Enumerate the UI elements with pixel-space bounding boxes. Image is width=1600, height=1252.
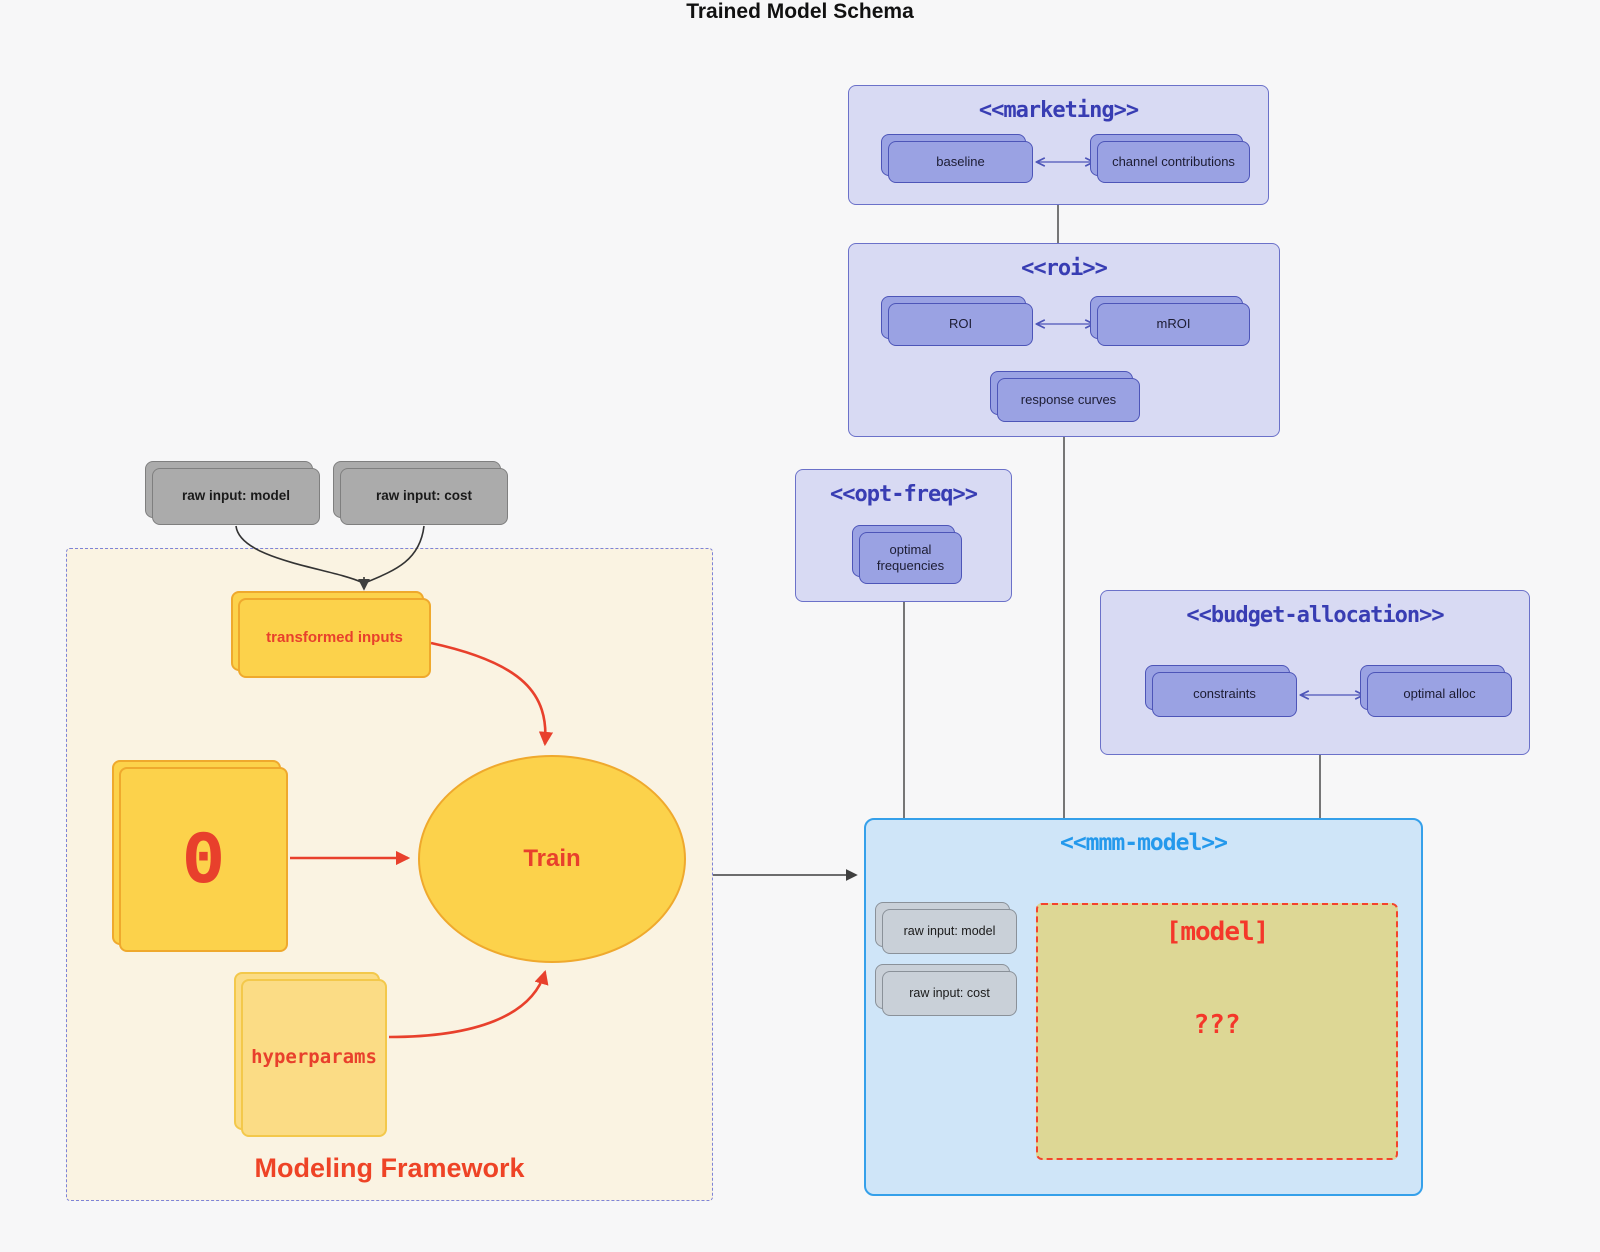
node-optimal-frequencies-label: optimal frequencies: [859, 532, 962, 584]
node-channel-contributions-label: channel contributions: [1097, 141, 1250, 183]
node-mroi: mROI: [1090, 296, 1250, 346]
node-roi-label: ROI: [888, 303, 1033, 346]
diagram-title: Trained Model Schema: [686, 0, 914, 23]
node-optimal-alloc: optimal alloc: [1360, 665, 1512, 717]
node-raw-input-cost: raw input: cost: [333, 461, 508, 525]
node-mmm-raw-input-cost-label: raw input: cost: [882, 971, 1017, 1016]
node-constraints: constraints: [1145, 665, 1297, 717]
node-raw-input-cost-label: raw input: cost: [340, 468, 508, 525]
node-theta-label: Θ: [119, 767, 288, 952]
node-mmm-raw-input-model-label: raw input: model: [882, 909, 1017, 954]
node-constraints-label: constraints: [1152, 672, 1297, 717]
node-train: Train: [418, 755, 686, 963]
edge-transformed-to-train: [430, 641, 554, 747]
cluster-marketing-title: <<marketing>>: [978, 98, 1139, 123]
node-optimal-alloc-label: optimal alloc: [1367, 672, 1512, 717]
node-mroi-label: mROI: [1097, 303, 1250, 346]
node-mmm-raw-input-cost: raw input: cost: [875, 964, 1017, 1016]
node-channel-contributions: channel contributions: [1090, 134, 1250, 183]
cluster-mmm-model-title: <<mmm-model>>: [1059, 830, 1228, 856]
model-placeholder-question: ???: [1193, 1010, 1241, 1040]
node-hyperparams-label: hyperparams: [241, 979, 387, 1137]
node-response-curves-label: response curves: [997, 378, 1140, 422]
node-mmm-raw-input-model: raw input: model: [875, 902, 1017, 954]
cluster-roi-title: <<roi>>: [1021, 256, 1108, 281]
modeling-framework-label: Modeling Framework: [254, 1153, 525, 1183]
node-baseline: baseline: [881, 134, 1033, 183]
node-raw-input-model: raw input: model: [145, 461, 320, 525]
model-placeholder-box: [model] ???: [1036, 903, 1398, 1160]
cluster-opt-freq-title: <<opt-freq>>: [830, 482, 978, 507]
node-raw-input-model-label: raw input: model: [152, 468, 320, 525]
node-roi: ROI: [881, 296, 1033, 346]
node-theta: Θ: [112, 760, 288, 952]
node-transformed-inputs: transformed inputs: [231, 591, 431, 678]
model-placeholder-title: [model]: [1165, 917, 1270, 947]
edge-raw-model-to-transformed: [235, 525, 362, 583]
node-baseline-label: baseline: [888, 141, 1033, 183]
edge-hyperparams-to-train: [388, 969, 549, 1039]
node-optimal-frequencies: optimal frequencies: [852, 525, 962, 584]
node-response-curves: response curves: [990, 371, 1140, 422]
edge-raw-cost-to-transformed: [366, 525, 425, 583]
node-transformed-inputs-label: transformed inputs: [238, 598, 431, 678]
node-hyperparams: hyperparams: [234, 972, 387, 1137]
cluster-budget-allocation-title: <<budget-allocation>>: [1186, 603, 1444, 628]
node-train-label: Train: [523, 845, 581, 872]
